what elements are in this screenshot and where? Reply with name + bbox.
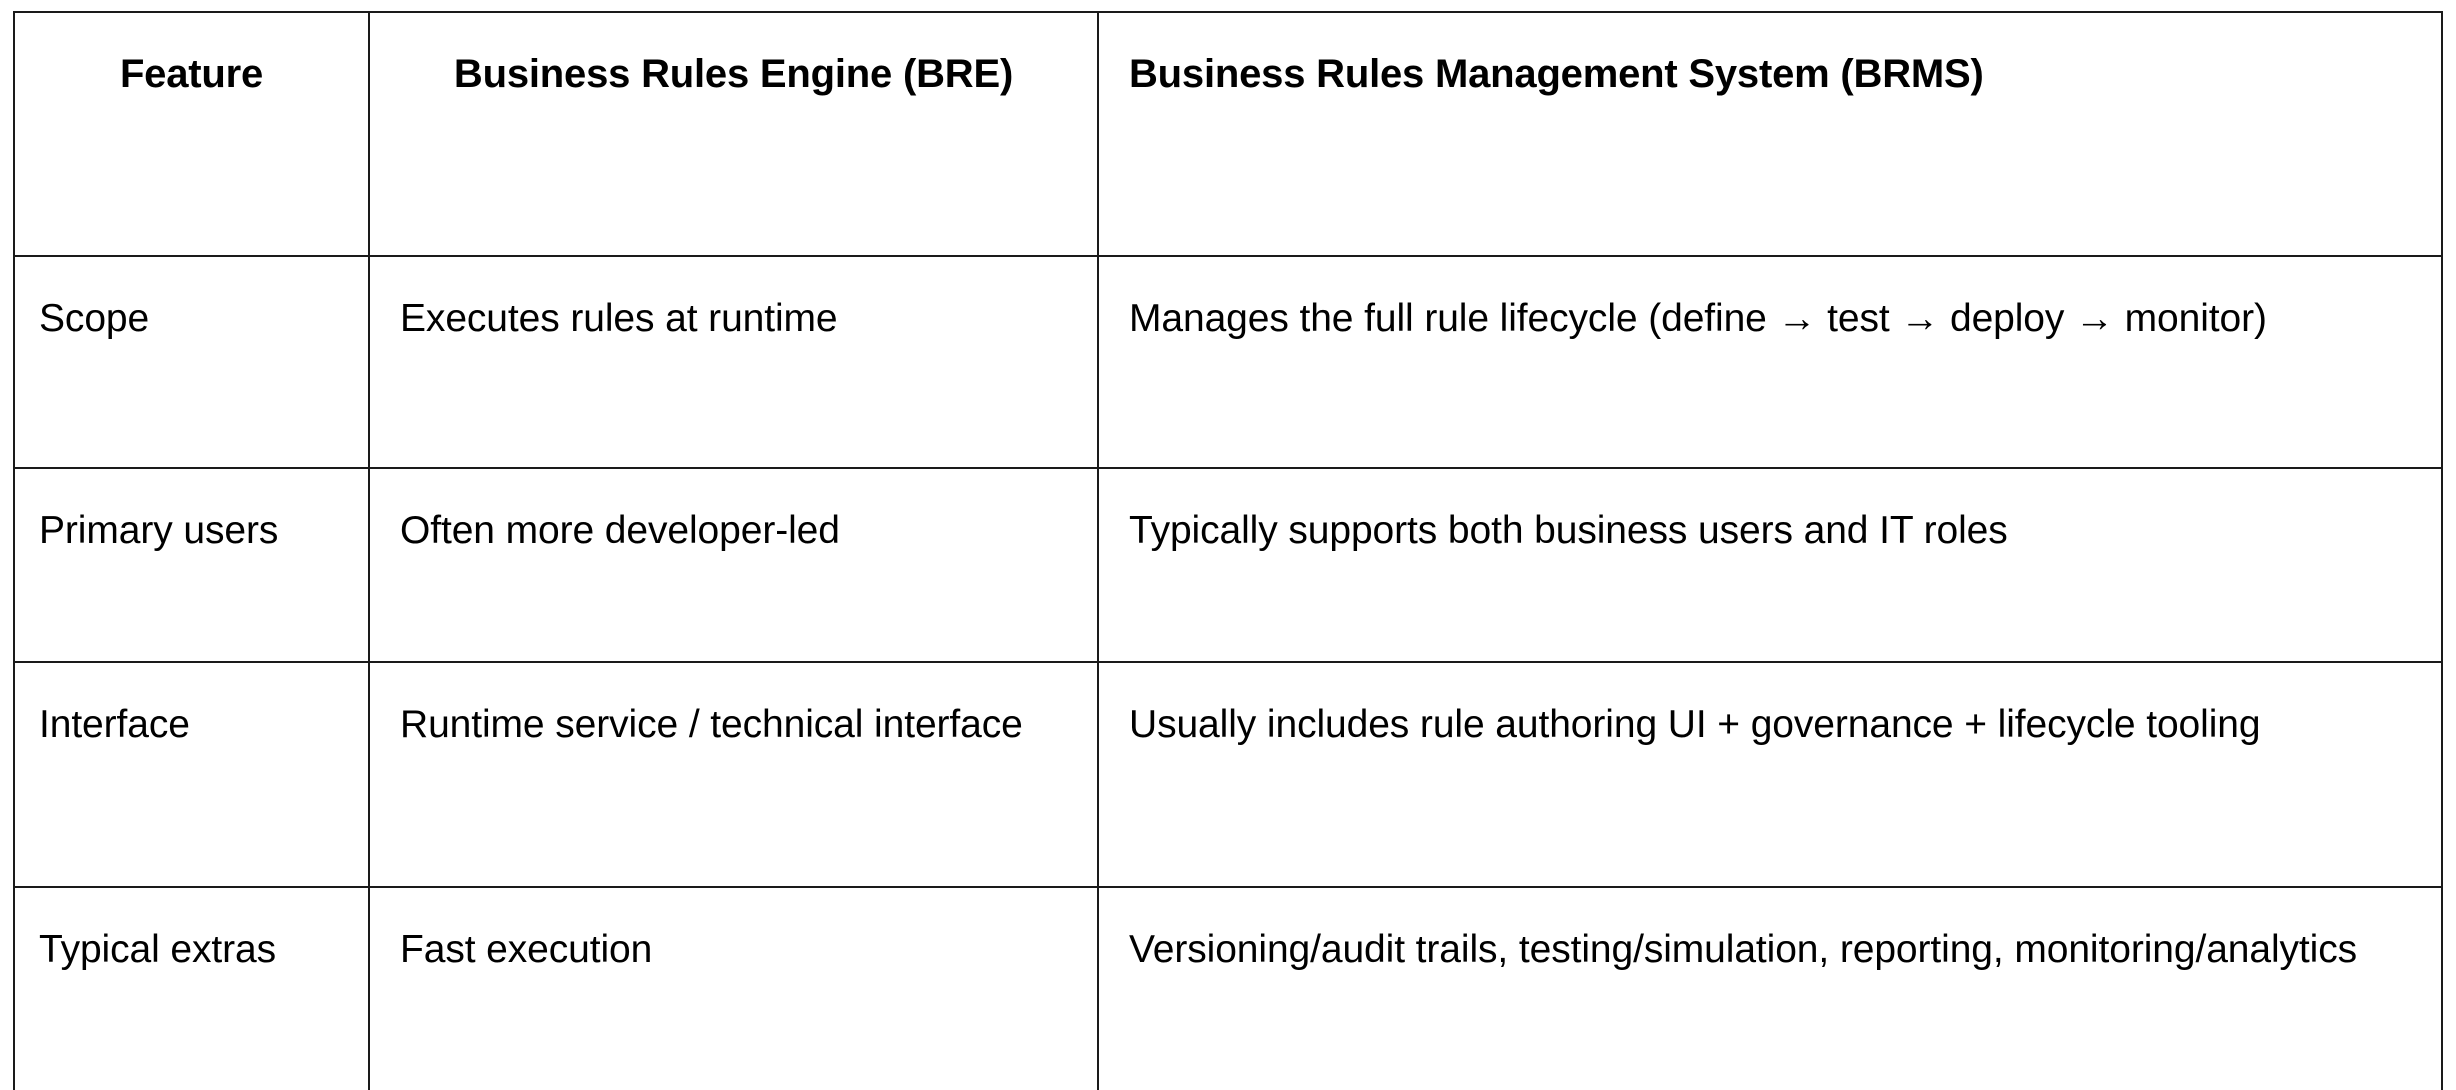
- cell-text: Runtime service / technical interface: [400, 703, 1023, 746]
- table-row: Interface Runtime service / technical in…: [13, 661, 2443, 888]
- cell-feature-scope: Scope: [13, 255, 370, 469]
- cell-bre-typical-extras: Fast execution: [368, 886, 1099, 1090]
- cell-feature-primary-users: Primary users: [13, 467, 370, 663]
- cell-brms-primary-users: Typically supports both business users a…: [1097, 467, 2443, 663]
- table-body: Scope Executes rules at runtime Manages …: [13, 255, 2443, 1090]
- cell-text: Executes rules at runtime: [400, 297, 838, 340]
- cell-brms-interface: Usually includes rule authoring UI + gov…: [1097, 661, 2443, 888]
- column-header-brms-label: Business Rules Management System (BRMS): [1129, 52, 1984, 96]
- cell-text: Primary users: [39, 509, 279, 552]
- cell-feature-typical-extras: Typical extras: [13, 886, 370, 1090]
- cell-text: Typically supports both business users a…: [1129, 509, 2008, 552]
- bre-vs-brms-comparison-table: Feature Business Rules Engine (BRE) Busi…: [13, 11, 2443, 1090]
- cell-text: Often more developer-led: [400, 509, 840, 552]
- cell-feature-interface: Interface: [13, 661, 370, 888]
- column-header-bre: Business Rules Engine (BRE): [368, 11, 1099, 257]
- table-row: Primary users Often more developer-led T…: [13, 467, 2443, 663]
- cell-text: Manages the full rule lifecycle (define …: [1129, 297, 2267, 340]
- table-row: Typical extras Fast execution Versioning…: [13, 886, 2443, 1090]
- column-header-brms: Business Rules Management System (BRMS): [1097, 11, 2443, 257]
- table-header: Feature Business Rules Engine (BRE) Busi…: [13, 11, 2443, 257]
- cell-text: Interface: [39, 703, 190, 746]
- cell-text: Versioning/audit trails, testing/simulat…: [1129, 928, 2358, 971]
- cell-bre-interface: Runtime service / technical interface: [368, 661, 1099, 888]
- cell-text: Scope: [39, 297, 150, 340]
- cell-text: Typical extras: [39, 928, 277, 971]
- cell-bre-primary-users: Often more developer-led: [368, 467, 1099, 663]
- column-header-feature: Feature: [13, 11, 370, 257]
- cell-brms-typical-extras: Versioning/audit trails, testing/simulat…: [1097, 886, 2443, 1090]
- cell-bre-scope: Executes rules at runtime: [368, 255, 1099, 469]
- cell-text: Usually includes rule authoring UI + gov…: [1129, 703, 2261, 746]
- column-header-feature-label: Feature: [119, 52, 264, 96]
- cell-text: Fast execution: [400, 928, 653, 971]
- column-header-bre-label: Business Rules Engine (BRE): [453, 52, 1014, 96]
- table-header-row: Feature Business Rules Engine (BRE) Busi…: [13, 11, 2443, 257]
- cell-brms-scope: Manages the full rule lifecycle (define …: [1097, 255, 2443, 469]
- table-row: Scope Executes rules at runtime Manages …: [13, 255, 2443, 469]
